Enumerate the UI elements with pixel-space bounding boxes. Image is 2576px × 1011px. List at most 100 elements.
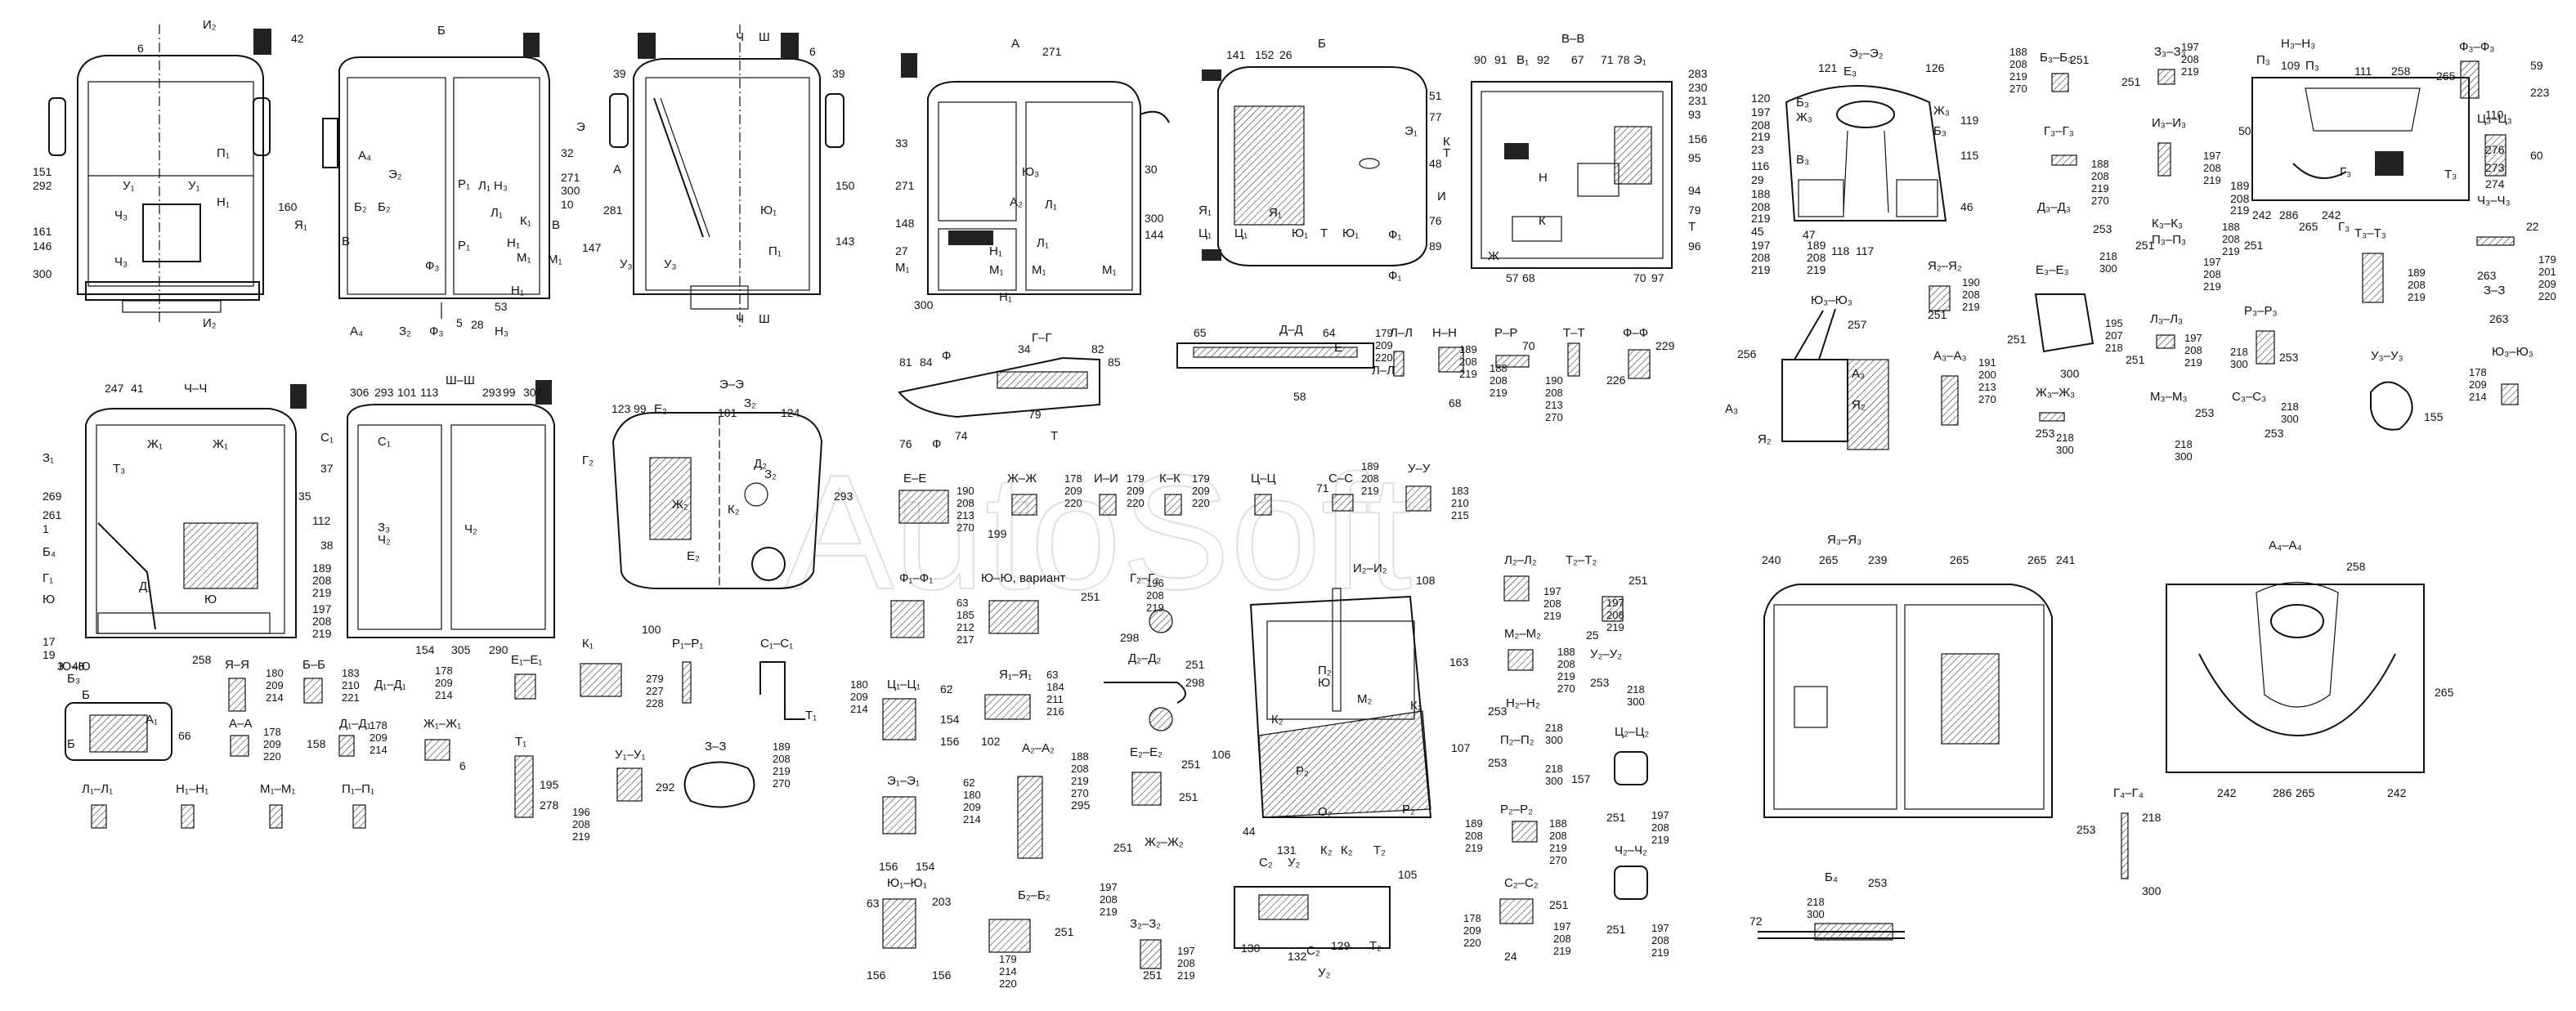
svg-text:214: 214 xyxy=(266,691,284,704)
svg-text:Ф₃: Ф₃ xyxy=(429,324,444,338)
svg-text:С₂: С₂ xyxy=(1259,856,1273,870)
svg-text:263: 263 xyxy=(2489,312,2509,325)
svg-text:179: 179 xyxy=(1192,472,1210,485)
svg-text:П₁: П₁ xyxy=(217,146,230,160)
svg-text:Ч: Ч xyxy=(736,312,744,326)
svg-text:М₃–М₃: М₃–М₃ xyxy=(2150,390,2188,404)
svg-text:189: 189 xyxy=(1361,460,1379,472)
svg-text:К: К xyxy=(1539,214,1546,228)
svg-text:242: 242 xyxy=(2387,786,2407,799)
svg-text:М₁: М₁ xyxy=(895,261,910,275)
svg-text:Т₁: Т₁ xyxy=(805,709,817,722)
svg-text:Р₃–Р₃: Р₃–Р₃ xyxy=(2244,304,2278,318)
svg-text:179: 179 xyxy=(1375,327,1393,339)
svg-text:10: 10 xyxy=(561,198,574,211)
svg-text:П₃: П₃ xyxy=(2256,53,2270,67)
svg-text:119: 119 xyxy=(1960,114,1979,127)
svg-text:65: 65 xyxy=(1194,326,1207,339)
svg-text:300: 300 xyxy=(2230,358,2248,370)
svg-text:Ц–Ц: Ц–Ц xyxy=(1251,472,1276,485)
svg-text:Р₁–Р₁: Р₁–Р₁ xyxy=(672,637,703,651)
svg-text:95: 95 xyxy=(1688,151,1701,164)
svg-text:239: 239 xyxy=(1868,553,1888,566)
svg-text:С₁–С₁: С₁–С₁ xyxy=(760,637,793,651)
svg-text:208: 208 xyxy=(1459,356,1477,368)
svg-text:178: 178 xyxy=(435,664,453,677)
svg-text:209: 209 xyxy=(263,738,281,750)
svg-text:Л–Л: Л–Л xyxy=(1372,364,1395,378)
svg-text:Ю–Ю, вариант: Ю–Ю, вариант xyxy=(981,571,1065,585)
svg-text:57: 57 xyxy=(1506,271,1519,284)
svg-text:298: 298 xyxy=(1185,676,1205,689)
svg-text:A₄–A₄: A₄–A₄ xyxy=(2269,539,2302,552)
svg-text:Н₁: Н₁ xyxy=(989,244,1002,258)
svg-text:210: 210 xyxy=(1451,497,1469,509)
svg-text:189: 189 xyxy=(1459,343,1477,356)
svg-text:156: 156 xyxy=(932,969,952,982)
svg-text:208: 208 xyxy=(1146,589,1164,602)
svg-text:91: 91 xyxy=(1494,53,1508,66)
svg-text:Ч: Ч xyxy=(736,30,744,44)
svg-text:117: 117 xyxy=(1856,244,1875,257)
svg-text:253: 253 xyxy=(2195,406,2215,419)
svg-text:208: 208 xyxy=(1490,374,1508,387)
svg-text:251: 251 xyxy=(1113,841,1133,854)
svg-text:З₂: З₂ xyxy=(744,396,756,410)
svg-text:147: 147 xyxy=(582,241,602,254)
svg-text:208: 208 xyxy=(1465,830,1483,842)
svg-text:256: 256 xyxy=(1737,347,1757,360)
svg-text:219: 219 xyxy=(1549,842,1567,854)
svg-text:219: 219 xyxy=(1146,602,1164,614)
svg-text:253: 253 xyxy=(2036,427,2055,440)
svg-text:Т₃: Т₃ xyxy=(113,462,125,476)
svg-text:270: 270 xyxy=(1557,682,1575,695)
svg-text:247: 247 xyxy=(105,382,124,395)
svg-text:44: 44 xyxy=(1243,825,1256,838)
svg-text:67: 67 xyxy=(1571,53,1584,66)
svg-text:Ч₃–Ч₃: Ч₃–Ч₃ xyxy=(2477,194,2511,208)
svg-text:37: 37 xyxy=(320,462,334,475)
svg-text:179: 179 xyxy=(1127,472,1145,485)
svg-text:220: 220 xyxy=(263,750,281,763)
svg-text:Э₁: Э₁ xyxy=(1404,124,1418,138)
svg-text:Н₁: Н₁ xyxy=(507,236,520,250)
svg-text:190: 190 xyxy=(1962,276,1980,289)
view-yu3: Ю₃–Ю₃ 256 257 А₃ Я₂ Я₂ А₃ xyxy=(1725,293,1889,450)
svg-text:Ю₁–Ю₁: Ю₁–Ю₁ xyxy=(887,876,927,890)
svg-text:218: 218 xyxy=(2175,438,2193,450)
view-i2: И₂–И₂ 108 163 106 107 44 П₂ Ю М₂ К₂ К₂ Р… xyxy=(1212,561,1471,838)
svg-text:208: 208 xyxy=(1543,597,1561,610)
svg-text:132: 132 xyxy=(1288,950,1307,963)
svg-text:218: 218 xyxy=(1545,722,1563,734)
svg-text:Б: Б xyxy=(67,737,75,751)
svg-text:72: 72 xyxy=(1749,915,1763,928)
svg-text:203: 203 xyxy=(932,895,952,908)
svg-text:286: 286 xyxy=(2279,208,2299,221)
svg-text:219: 219 xyxy=(1557,670,1575,682)
svg-text:Б: Б xyxy=(82,688,90,702)
svg-text:258: 258 xyxy=(2346,560,2366,573)
svg-text:158: 158 xyxy=(307,737,326,750)
svg-text:У₁: У₁ xyxy=(123,179,135,193)
svg-text:Д₃–Д₃: Д₃–Д₃ xyxy=(2037,200,2071,214)
svg-text:209: 209 xyxy=(266,679,284,691)
svg-text:99: 99 xyxy=(634,402,647,415)
svg-text:218: 218 xyxy=(2099,250,2117,262)
svg-text:292: 292 xyxy=(656,781,675,794)
svg-text:Ц₃–Ц₃: Ц₃–Ц₃ xyxy=(2477,112,2512,126)
svg-text:У₁–У₁: У₁–У₁ xyxy=(615,748,646,762)
svg-text:197: 197 xyxy=(2203,150,2221,162)
svg-text:295: 295 xyxy=(1071,799,1091,812)
svg-text:208: 208 xyxy=(1751,119,1771,132)
svg-text:152: 152 xyxy=(1255,48,1275,61)
svg-text:Т: Т xyxy=(1051,429,1058,443)
svg-text:270: 270 xyxy=(1549,854,1567,866)
svg-text:Т: Т xyxy=(1443,146,1450,160)
svg-text:219: 219 xyxy=(1543,610,1561,622)
svg-text:В: В xyxy=(552,218,560,232)
svg-text:101: 101 xyxy=(397,386,417,399)
svg-text:188: 188 xyxy=(1751,187,1771,200)
svg-text:219: 219 xyxy=(1651,834,1669,846)
svg-text:231: 231 xyxy=(1688,94,1708,107)
svg-text:Т₂–Т₂: Т₂–Т₂ xyxy=(1566,553,1597,567)
